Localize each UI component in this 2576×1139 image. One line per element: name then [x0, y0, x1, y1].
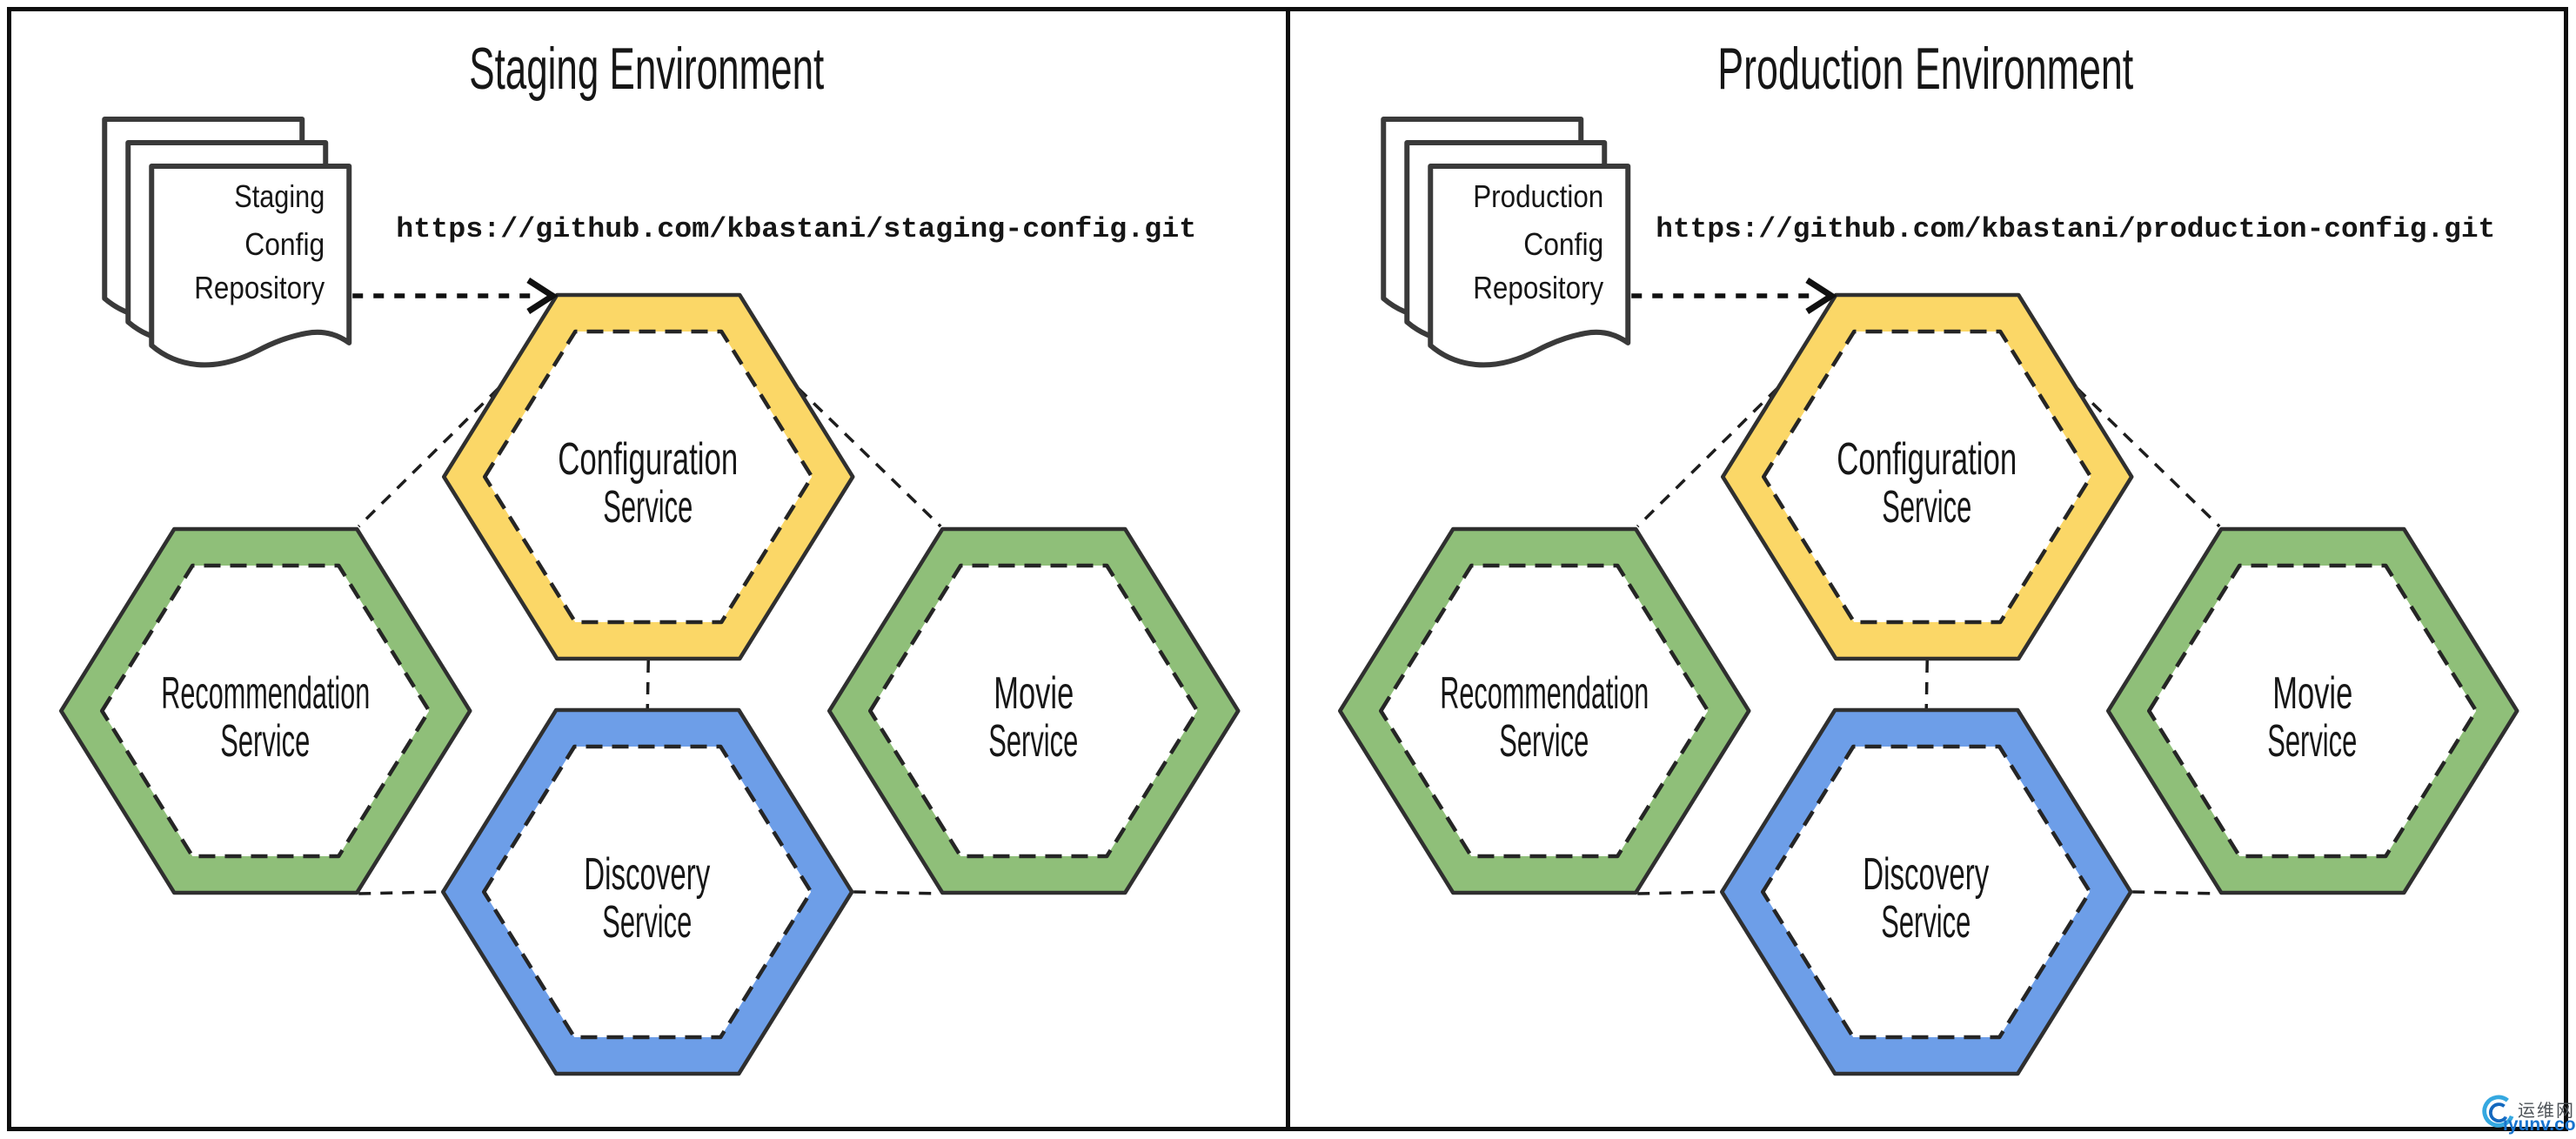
connector-discovery-movie	[2131, 890, 2219, 895]
service-label-line1: Movie	[994, 668, 1074, 719]
service-label-line2: Service	[2267, 716, 2357, 767]
git-url: https://github.com/kbastani/production-c…	[1656, 213, 2495, 245]
service-label-line1: Recommendation	[1440, 668, 1649, 719]
repo-label-line2: Config	[1523, 226, 1603, 262]
panel-production-environment: Production Environment Production Config…	[1285, 11, 2565, 1127]
service-label-line1: Movie	[2272, 668, 2352, 719]
service-label-line1: Recommendation	[161, 668, 370, 719]
arrow-head-icon	[526, 278, 559, 314]
repo-label-line3: Repository	[194, 270, 325, 305]
repo-label-line2: Config	[244, 226, 325, 262]
hexagon-inner	[1378, 563, 1710, 859]
panel-title: Production Environment	[1717, 36, 2133, 102]
hexagon-inner	[100, 563, 432, 859]
service-label-line2: Service	[1882, 482, 1971, 533]
repo-page-front	[1427, 164, 1630, 368]
watermark: 运维网 iyunv.com	[2476, 1088, 2576, 1136]
iyunv-logo-icon	[2482, 1095, 2514, 1128]
connector-configuration-recommendation	[1636, 386, 1778, 528]
recommendation-service-hexagon: Recommendation Service	[1337, 526, 1750, 895]
movie-service-hexagon: Movie Service	[2105, 526, 2519, 895]
service-label-line2: Service	[1881, 897, 1970, 948]
movie-service-hexagon: Movie Service	[827, 526, 1241, 895]
hexagon-inner	[483, 329, 814, 625]
service-label-line1: Discovery	[584, 849, 710, 900]
production-diagram: Production Environment Production Config…	[1337, 36, 2519, 1076]
connector-configuration-discovery	[646, 660, 650, 709]
service-label-line1: Configuration	[1837, 434, 2017, 485]
hexagon-inner	[1760, 744, 2091, 1040]
connector-recommendation-discovery	[1636, 890, 1720, 895]
connector-discovery-movie	[853, 890, 941, 895]
repo-page-front	[149, 164, 352, 368]
service-label-line1: Configuration	[558, 434, 738, 485]
connector-configuration-movie	[797, 386, 942, 528]
git-url: https://github.com/kbastani/staging-conf…	[396, 213, 1196, 245]
panel-title: Staging Environment	[469, 36, 824, 102]
service-label-line2: Service	[603, 482, 693, 533]
diagram-frame: Staging Environment Staging Config Repos…	[7, 7, 2568, 1131]
recommendation-service-hexagon: Recommendation Service	[59, 526, 472, 895]
discovery-service-hexagon: Discovery Service	[1719, 707, 2132, 1076]
discovery-service-hexagon: Discovery Service	[441, 707, 854, 1076]
watermark-site-name: 运维网	[2518, 1102, 2575, 1121]
connector-configuration-discovery	[1924, 660, 1929, 709]
repo-to-configuration-arrow	[1630, 278, 1837, 314]
hexagon-inner	[868, 563, 1200, 859]
service-label-line1: Discovery	[1863, 849, 1989, 900]
repo-label-line1: Production	[1473, 178, 1603, 214]
service-label-line2: Service	[988, 716, 1078, 767]
config-repository-icon: Production Config Repository	[1380, 117, 1630, 368]
service-label-line2: Service	[220, 716, 310, 767]
repo-to-configuration-arrow	[352, 278, 559, 314]
hexagon-inner	[1761, 329, 2092, 625]
hexagon-inner	[2146, 563, 2478, 859]
connector-configuration-recommendation	[358, 386, 500, 528]
configuration-service-hexagon: Configuration Service	[1720, 292, 2133, 661]
repo-label-line1: Staging	[234, 178, 325, 214]
arrow-head-icon	[1804, 278, 1837, 314]
panel-staging-environment: Staging Environment Staging Config Repos…	[11, 11, 1286, 1127]
connector-recommendation-discovery	[358, 890, 442, 895]
connector-configuration-movie	[2075, 386, 2220, 528]
service-label-line2: Service	[602, 897, 692, 948]
staging-diagram: Staging Environment Staging Config Repos…	[59, 36, 1241, 1076]
service-label-line2: Service	[1499, 716, 1589, 767]
configuration-service-hexagon: Configuration Service	[442, 292, 855, 661]
repo-label-line3: Repository	[1473, 270, 1603, 305]
hexagon-inner	[482, 744, 813, 1040]
watermark-site-url: iyunv.com	[2503, 1115, 2576, 1135]
config-repository-icon: Staging Config Repository	[102, 117, 352, 368]
